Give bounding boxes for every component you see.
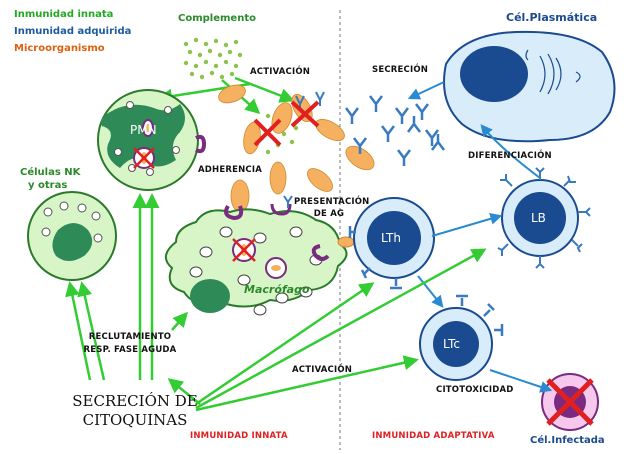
label-nk-line1: Células NK bbox=[20, 167, 81, 178]
label-adherencia: ADHERENCIA bbox=[198, 165, 262, 175]
label-nk-line2: y otras bbox=[28, 180, 68, 191]
label-diferenciacion: DIFERENCIACIÓN bbox=[468, 151, 552, 161]
arrow-cytokine-lb bbox=[195, 248, 487, 410]
label-cel-infectada: Cél.Infectada bbox=[530, 435, 605, 446]
label-presentacion-line1: PRESENTACIÓN bbox=[294, 197, 370, 207]
lth-cell bbox=[353, 197, 435, 279]
label-inmunidad-adaptativa: INMUNIDAD ADAPTATIVA bbox=[372, 431, 495, 441]
nk-cell bbox=[27, 191, 117, 281]
legend-microorganism: Microorganismo bbox=[14, 43, 105, 54]
label-macrofago: Macrófago bbox=[244, 283, 310, 296]
arrow-secretion bbox=[407, 81, 445, 100]
label-secrecion-citoquinas-line1: SECRECIÓN DE bbox=[72, 392, 198, 410]
macrophage-receptor bbox=[224, 204, 244, 221]
label-pmn: PMN bbox=[130, 123, 157, 137]
lb-receptors bbox=[497, 167, 591, 269]
arrow-cytokine-ltc bbox=[195, 355, 419, 412]
arrow-differentiation bbox=[480, 124, 541, 179]
label-citotoxicidad: CITOTOXICIDAD bbox=[436, 385, 514, 395]
arrow-lth-lb bbox=[431, 212, 503, 237]
plasma-cell bbox=[443, 30, 616, 143]
arrow-cytokine-lth bbox=[195, 282, 375, 406]
label-lb: LB bbox=[531, 211, 546, 225]
label-inmunidad-innata: INMUNIDAD INNATA bbox=[190, 431, 288, 441]
label-ltc: LTc bbox=[443, 337, 460, 351]
ltc-cell bbox=[419, 307, 493, 381]
legend-innate: Inmunidad innata bbox=[14, 9, 114, 20]
label-activacion-mid: ACTIVACIÓN bbox=[292, 365, 353, 375]
lysis-cross-top bbox=[253, 100, 320, 147]
infected-cell bbox=[541, 373, 599, 431]
arrow-cytokine-macrophage bbox=[171, 311, 188, 331]
complement-particles bbox=[183, 37, 299, 155]
macrophage-cell bbox=[165, 208, 348, 316]
arrow-cytokine-nk bbox=[65, 281, 92, 381]
arrow-lth-ltc bbox=[417, 275, 444, 308]
pmn-cell bbox=[97, 89, 199, 191]
mhc-presentation bbox=[311, 244, 330, 261]
label-activacion-top: ACTIVACIÓN bbox=[250, 67, 311, 77]
legend-acquired: Inmunidad adquirida bbox=[14, 26, 132, 37]
label-secrecion-citoquinas-line2: CITOQUINAS bbox=[82, 411, 188, 429]
label-lth: LTh bbox=[381, 231, 401, 245]
pmn-receptor bbox=[195, 134, 207, 154]
label-reclutamiento-line1: RECLUTAMIENTO bbox=[88, 332, 172, 342]
label-presentacion-line2: DE AG bbox=[313, 209, 345, 219]
label-cel-plasmatica: Cél.Plasmática bbox=[506, 11, 598, 24]
label-reclutamiento-line2: RESP. FASE AGUDA bbox=[83, 345, 177, 355]
secreted-antibodies bbox=[345, 95, 445, 166]
microorganism-cluster bbox=[218, 84, 375, 213]
label-complemento: Complemento bbox=[178, 13, 256, 24]
arrow-ltc-infected bbox=[489, 369, 553, 393]
label-secrecion: SECRECIÓN bbox=[372, 65, 429, 75]
